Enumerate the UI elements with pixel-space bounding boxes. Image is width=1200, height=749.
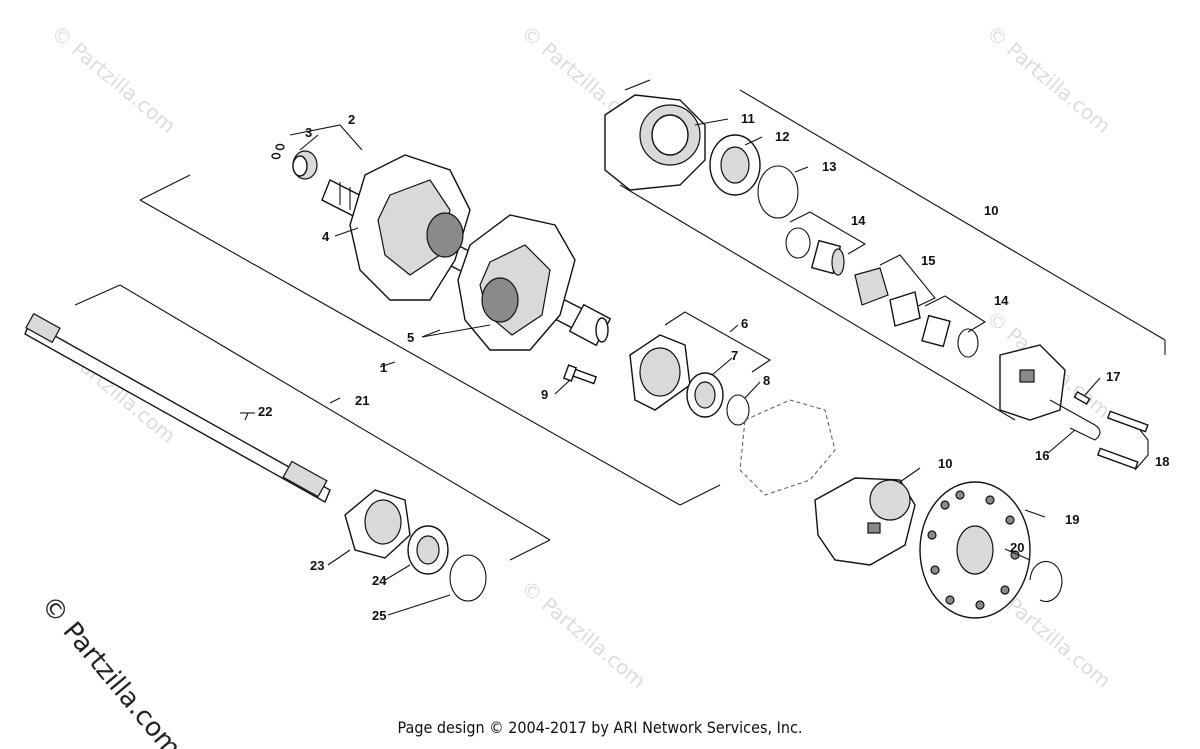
clip-icon — [1049, 399, 1101, 441]
callout-2-bracket — [289, 124, 363, 151]
callout-5: 5 — [407, 330, 414, 345]
callout-6-bracket — [664, 311, 772, 373]
callout-14-lower: 14 — [994, 293, 1009, 308]
brake-caliper-icon — [604, 94, 706, 191]
page-footer: Page design © 2004-2017 by ARI Network S… — [397, 718, 803, 737]
watermark: © Partzilla.com — [517, 575, 651, 693]
bearing-icon — [292, 150, 318, 180]
snap-ring-icon — [957, 328, 979, 358]
gasket-icon — [739, 399, 836, 496]
brake-pad-icon — [854, 267, 921, 327]
callout-13: 13 — [822, 159, 836, 174]
brake-caliper-icon — [999, 344, 1066, 421]
o-ring-icon — [449, 554, 487, 602]
watermark: © Partzilla.com — [47, 20, 181, 138]
callout-14-bracket — [924, 295, 987, 333]
callout-14-bracket — [789, 211, 867, 255]
callout-21: 21 — [355, 393, 369, 408]
bearing-housing-icon — [344, 489, 411, 559]
callout-10-lower: 10 — [938, 456, 952, 471]
callout-16: 16 — [1035, 448, 1049, 463]
callout-12: 12 — [775, 129, 789, 144]
bolt-icon — [1096, 410, 1149, 470]
callout-6: 6 — [741, 316, 748, 331]
callout-15-bracket — [879, 254, 936, 307]
callout-14-upper: 14 — [851, 213, 866, 228]
drive-sprocket-icon — [321, 154, 612, 351]
callout-18-bracket — [1134, 429, 1149, 471]
bearing-icon — [686, 372, 724, 418]
snap-ring-icon — [726, 394, 750, 426]
callout-20: 20 — [1010, 540, 1024, 555]
callout-numbers: 1 2 3 4 5 6 7 8 9 10 10 11 12 13 14 14 1… — [258, 111, 1169, 623]
callout-9: 9 — [541, 387, 548, 402]
o-ring-icon — [757, 165, 799, 219]
bearing-icon — [709, 134, 761, 196]
callout-18: 18 — [1155, 454, 1169, 469]
pin-icon — [1073, 390, 1091, 406]
spacer-icon — [810, 239, 845, 276]
bolt-icon — [562, 364, 598, 385]
callout-7: 7 — [731, 348, 738, 363]
callout-17: 17 — [1106, 369, 1120, 384]
callout-11: 11 — [741, 111, 755, 126]
bearing-icon — [407, 525, 449, 575]
callout-4: 4 — [322, 229, 330, 244]
leader-lines — [240, 118, 1101, 616]
callout-24: 24 — [372, 573, 387, 588]
callout-19: 19 — [1065, 512, 1079, 527]
bearing-housing-icon — [629, 334, 691, 411]
driveshaft-icon — [24, 312, 331, 503]
callout-10-bracket — [619, 79, 1166, 421]
brake-caliper-icon — [814, 477, 916, 566]
callout-8: 8 — [763, 373, 770, 388]
snap-ring-icon — [785, 227, 811, 259]
watermark: © Partzilla.com — [982, 20, 1116, 138]
callout-3: 3 — [305, 125, 312, 140]
key-icon — [271, 143, 285, 160]
callout-2: 2 — [348, 112, 355, 127]
snap-ring-icon — [1029, 560, 1063, 602]
callout-15: 15 — [921, 253, 935, 268]
callout-10-upper: 10 — [984, 203, 998, 218]
spacer-icon — [921, 314, 951, 348]
callout-25: 25 — [372, 608, 386, 623]
callout-23: 23 — [310, 558, 324, 573]
callout-1: 1 — [380, 360, 387, 375]
brake-disc-icon — [919, 481, 1031, 619]
callout-22: 22 — [258, 404, 272, 419]
callout-21-bracket — [74, 284, 551, 561]
callout-1-bracket — [139, 174, 721, 506]
